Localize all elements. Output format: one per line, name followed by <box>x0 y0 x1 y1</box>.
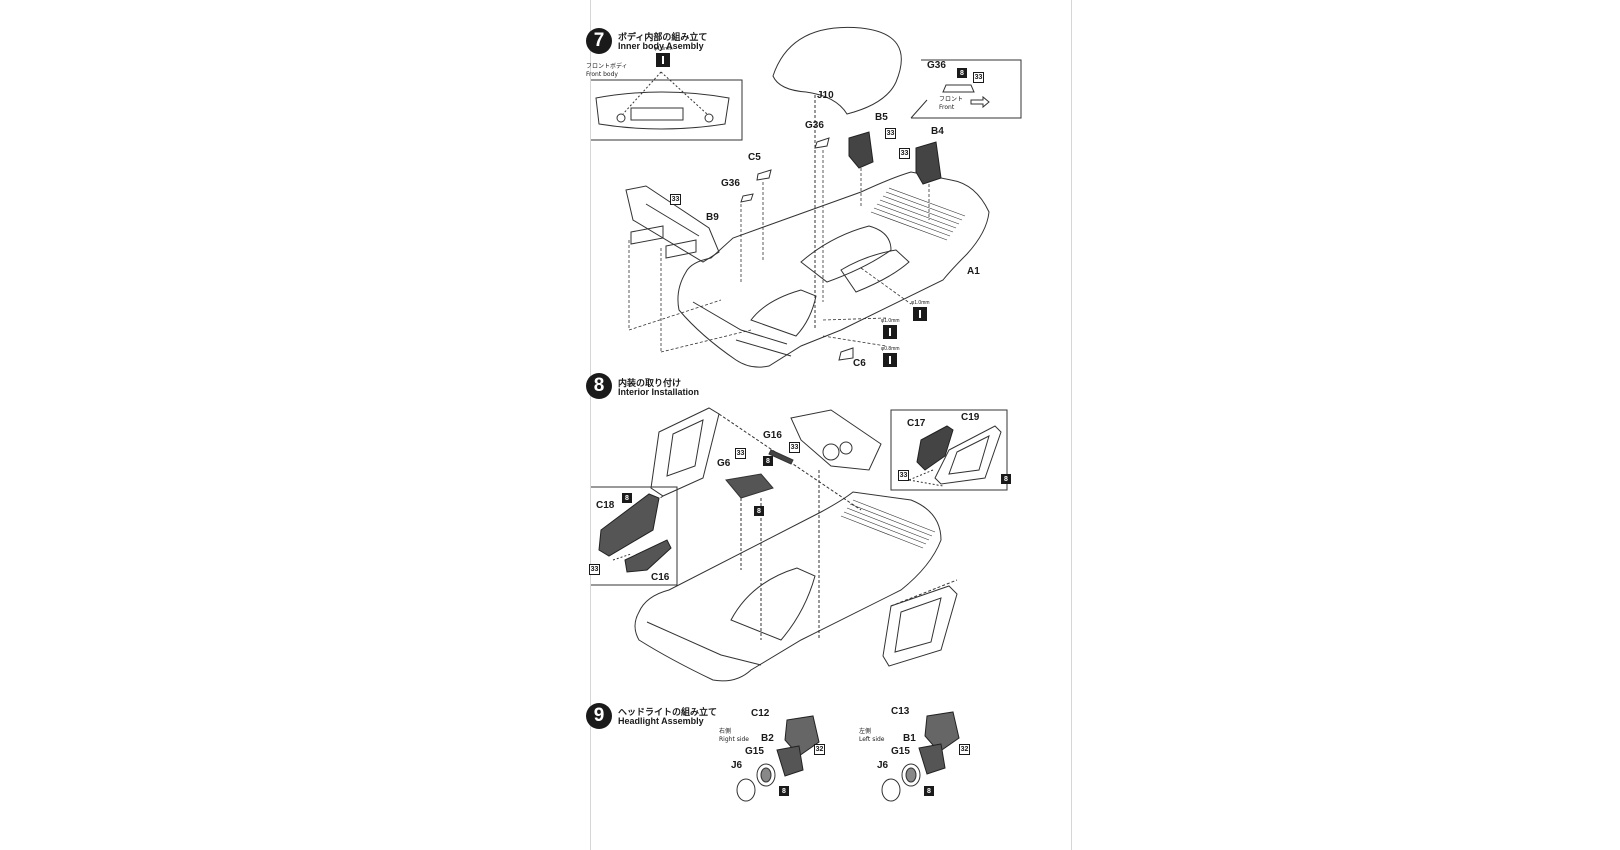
part-b5-shape <box>848 131 874 169</box>
part-label-g36-inset: G36 <box>927 60 946 71</box>
badge-8-left: 8 <box>924 786 934 796</box>
part-label-c12: C12 <box>751 708 770 719</box>
chassis-step8-shape <box>634 491 942 682</box>
step-7-title-en: Inner body Asembly <box>618 41 704 51</box>
step-9-title-en: Headlight Assembly <box>618 716 704 726</box>
front-body-part <box>595 91 730 130</box>
part-label-c13: C13 <box>891 706 910 717</box>
step-9-number: 9 <box>586 703 612 729</box>
assembly-line-art <box>591 26 1022 802</box>
drill-icon-top: φ1.0mm <box>654 46 673 67</box>
part-label-a1: A1 <box>967 266 980 277</box>
right-side-label-en: Right side <box>719 736 749 743</box>
g36-inset-frame <box>911 59 1022 119</box>
part-label-c19: C19 <box>961 412 980 423</box>
headlight-left-parts <box>881 711 960 802</box>
part-label-j6-left: J6 <box>877 760 889 771</box>
front-label-en: Front <box>939 104 955 111</box>
badge-33-g6: 33 <box>735 448 746 459</box>
drill-icon-a: φ1.0mm <box>911 300 930 321</box>
part-label-b4: B4 <box>931 126 944 137</box>
badge-33-g16: 33 <box>789 442 800 453</box>
part-g6-shape <box>725 473 774 499</box>
step-7-number: 7 <box>586 28 612 54</box>
badge-33-inset: 33 <box>973 72 984 83</box>
headlight-right-parts <box>736 715 820 802</box>
door-panel-right-shape <box>882 585 958 667</box>
badge-8-inset: 8 <box>957 68 967 78</box>
part-label-b5: B5 <box>875 112 888 123</box>
drill-icon-b: φ1.0mm <box>881 318 900 339</box>
badge-8-g16: 8 <box>763 456 773 466</box>
part-label-c16: C16 <box>651 572 670 583</box>
c17-c19-inset-frame <box>890 409 1008 491</box>
part-label-b1: B1 <box>903 733 916 744</box>
badge-8-c18: 8 <box>622 493 632 503</box>
part-label-b2: B2 <box>761 733 774 744</box>
step-7-title-jp: ボディ内部の組み立て <box>618 33 708 43</box>
part-label-b9: B9 <box>706 212 719 223</box>
part-label-g36-b: G36 <box>721 178 740 189</box>
part-label-g16: G16 <box>763 430 782 441</box>
badge-32-left: 32 <box>959 744 970 755</box>
part-label-j10: J10 <box>817 90 834 101</box>
badge-33-b9: 33 <box>670 194 681 205</box>
front-body-label-en: Front body <box>586 71 618 78</box>
right-side-label-jp: 右側 <box>719 728 732 735</box>
front-label-jp: フロント <box>939 96 964 103</box>
badge-33-b5: 33 <box>885 128 896 139</box>
badge-33-c16: 33 <box>589 564 600 575</box>
part-label-c6: C6 <box>853 358 866 369</box>
part-j10-shape <box>772 26 902 115</box>
left-side-label-jp: 左側 <box>859 728 872 735</box>
part-label-g15-right: G15 <box>745 746 764 757</box>
badge-33-b4: 33 <box>899 148 910 159</box>
badge-32-right: 32 <box>814 744 825 755</box>
front-body-inset-frame <box>591 79 743 141</box>
badge-33-c17: 33 <box>898 470 909 481</box>
left-side-label-en: Left side <box>859 736 885 743</box>
instruction-sheet: 7 ボディ内部の組み立て Inner body Asembly フロントボディ … <box>586 0 1072 850</box>
step-9-title-jp: ヘッドライトの組み立て <box>618 708 718 718</box>
c18-inset-frame <box>591 486 678 586</box>
door-panel-left-shape <box>650 407 720 497</box>
dashboard-shape <box>790 409 882 471</box>
badge-8-g6: 8 <box>754 506 764 516</box>
part-label-g15-left: G15 <box>891 746 910 757</box>
step-8-title-jp: 内装の取り付け <box>618 379 682 389</box>
part-label-j6-right: J6 <box>731 760 743 771</box>
step-8-number: 8 <box>586 373 612 399</box>
part-label-g6: G6 <box>717 458 731 469</box>
part-b9-shape <box>625 185 720 263</box>
chassis-a1-shape <box>677 171 990 368</box>
part-label-c18: C18 <box>596 500 615 511</box>
part-label-c5: C5 <box>748 152 761 163</box>
drill-icon-c: φ0.8mm <box>881 346 900 367</box>
part-label-g36-a: G36 <box>805 120 824 131</box>
badge-8-c19: 8 <box>1001 474 1011 484</box>
part-label-c17: C17 <box>907 418 926 429</box>
front-body-label-jp: フロントボディ <box>586 63 628 70</box>
part-b4-shape <box>915 141 942 185</box>
badge-8-right: 8 <box>779 786 789 796</box>
step-8-title-en: Interior Installation <box>618 387 700 397</box>
